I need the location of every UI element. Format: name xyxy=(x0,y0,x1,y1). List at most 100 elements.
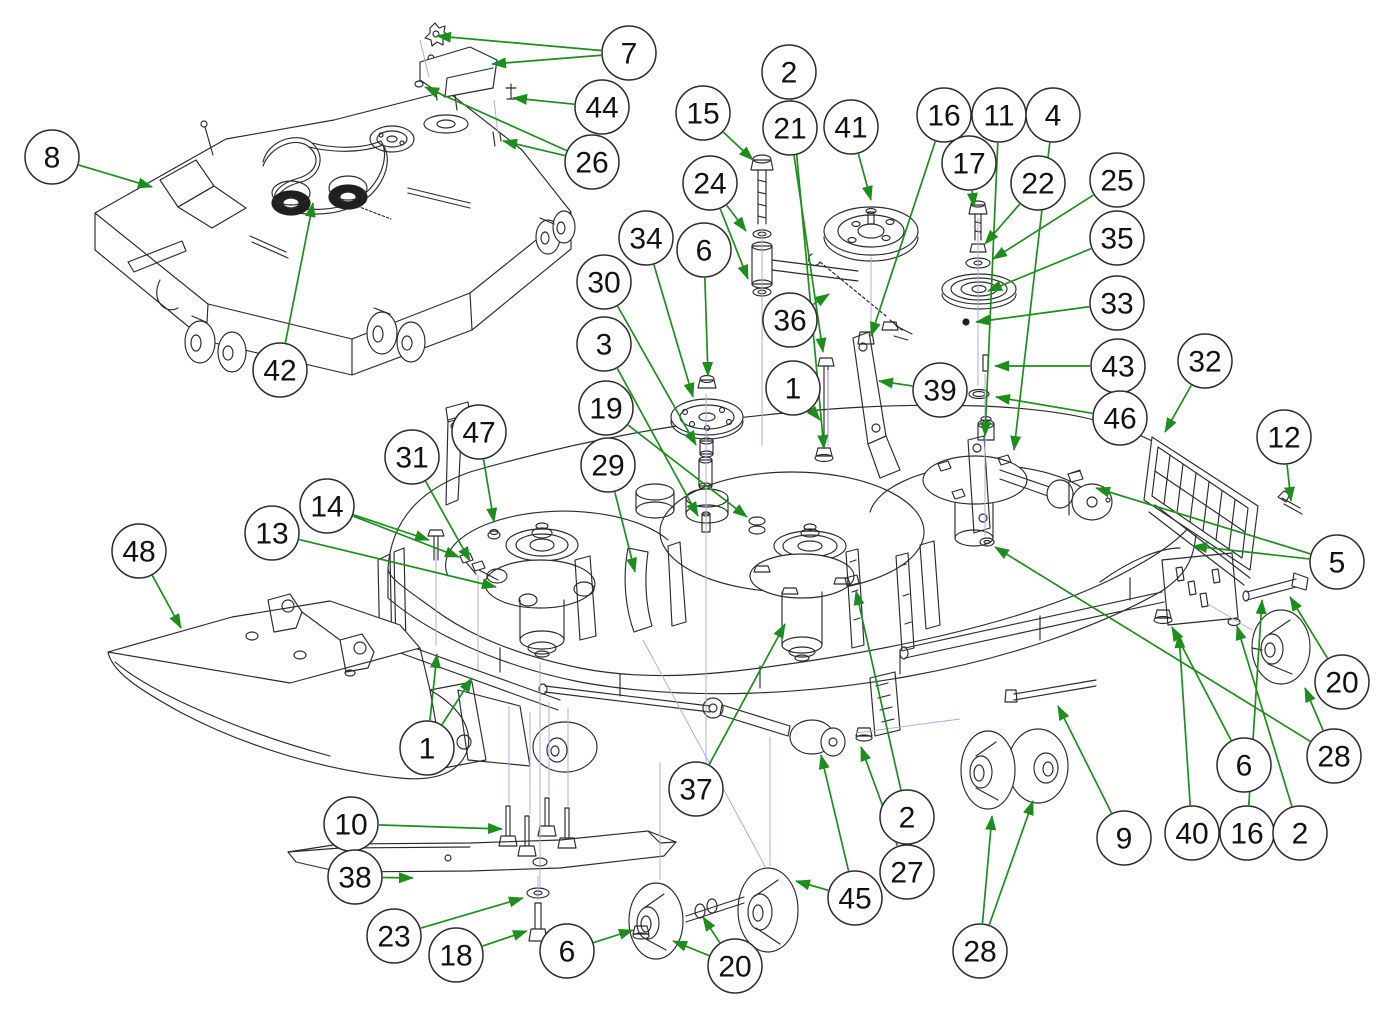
callout-balloon-47 xyxy=(451,404,507,460)
callout-number: 14 xyxy=(310,491,343,524)
discharge-deflector-part xyxy=(301,611,341,641)
front-roller-assembly-part xyxy=(550,745,560,757)
leader-arrow xyxy=(653,264,695,398)
callout-balloon-14 xyxy=(299,478,355,534)
exploded-deck-body-part xyxy=(499,577,1131,697)
idler-and-spring-part xyxy=(857,331,875,345)
front-roller-assembly-part xyxy=(546,737,568,763)
callout-number: 41 xyxy=(834,112,867,145)
right-gauge-wheel-part xyxy=(1291,572,1309,591)
center-spindle-assembly-part xyxy=(781,636,823,654)
construction-line xyxy=(642,639,767,869)
callout-balloon-6 xyxy=(676,222,732,278)
leader-arrow xyxy=(975,305,1090,326)
gauge-wheel-pairs-part xyxy=(960,730,1016,810)
assembled-deck-view-part xyxy=(308,140,384,152)
right-gauge-wheel-part xyxy=(1242,590,1250,602)
right-gauge-wheel-part xyxy=(1227,617,1241,627)
callout-balloon-38 xyxy=(327,849,383,905)
gauge-wheel-pairs xyxy=(628,728,1069,960)
right-spindle-assembly-part xyxy=(967,435,991,534)
leader-arrow xyxy=(1304,687,1324,731)
leader-arrows-layer xyxy=(78,31,1329,957)
leader-arrow xyxy=(702,277,714,377)
gauge-wheel-pairs-part xyxy=(1033,752,1059,784)
idler-and-spring-part xyxy=(823,206,919,256)
callout-balloon-21 xyxy=(762,100,818,156)
right-gauge-wheel-part xyxy=(1246,578,1297,601)
center-spindle-assembly-part xyxy=(788,646,816,658)
center-idler-column-part xyxy=(681,408,689,416)
assembled-deck-view-part xyxy=(191,217,555,323)
right-spindle-assembly-part xyxy=(937,454,1012,500)
front-roller-assembly-part xyxy=(702,697,724,719)
leader-arrow xyxy=(617,305,697,446)
callout-balloon-33 xyxy=(1089,275,1145,331)
front-roller-assembly-part xyxy=(719,704,791,737)
gauge-wheel-pairs-part xyxy=(643,893,667,951)
gauge-wheel-pairs-part xyxy=(640,915,652,933)
leader-arrow xyxy=(795,879,829,892)
assembled-deck-view-part xyxy=(376,130,408,148)
assembled-deck-view-part xyxy=(282,197,300,209)
leader-arrow xyxy=(702,916,721,944)
line-art xyxy=(94,22,1311,960)
callout-balloon-2 xyxy=(761,44,817,100)
right-gauge-wheel-part xyxy=(904,591,1165,659)
leader-arrow xyxy=(441,677,473,725)
rear-lift-plates-part xyxy=(574,555,597,641)
leader-arrow xyxy=(1284,464,1295,502)
callout-balloon-18 xyxy=(428,927,484,983)
gauge-wheel-pairs-part xyxy=(752,904,764,922)
callout-balloon-29 xyxy=(580,437,636,493)
callout-number: 34 xyxy=(629,223,662,256)
right-spindle-assembly-part xyxy=(1086,496,1098,508)
leader-arrow xyxy=(616,368,699,517)
leader-arrow xyxy=(512,93,575,106)
center-spindle-assembly-part xyxy=(753,565,851,595)
gauge-wheel-pairs-part xyxy=(694,903,706,919)
leader-arrow xyxy=(429,653,441,721)
front-roller-assembly-part xyxy=(820,727,846,757)
right-hardware-stack-part xyxy=(969,243,987,253)
callout-number: 23 xyxy=(377,921,410,954)
discharge-grate-part xyxy=(1154,470,1246,533)
rear-lift-plates-part xyxy=(919,540,941,630)
right-spindle-assembly-part xyxy=(972,443,982,453)
right-gauge-wheel-part xyxy=(1260,633,1284,665)
callout-balloon-13 xyxy=(244,505,300,561)
leader-arrow xyxy=(627,424,748,518)
callout-number: 45 xyxy=(838,883,871,916)
leader-arrow xyxy=(151,575,182,629)
gauge-wheel-pairs-part xyxy=(636,906,660,940)
gauge-wheel-pairs-part xyxy=(969,755,993,789)
right-gauge-wheel-part xyxy=(1004,689,1018,703)
callout-balloon-7 xyxy=(601,25,657,81)
assembled-deck-view-part xyxy=(356,205,392,220)
callout-number: 17 xyxy=(952,148,985,181)
center-idler-column-part xyxy=(688,420,696,428)
center-spindle-assembly-part xyxy=(749,553,855,599)
callout-number: 11 xyxy=(983,100,1014,133)
callout-balloon-5 xyxy=(1309,534,1365,590)
callout-number: 2 xyxy=(781,57,798,90)
center-spindle-assembly-part xyxy=(797,540,823,552)
center-spindle-assembly-part xyxy=(794,654,810,662)
idler-and-spring-part xyxy=(881,321,899,331)
discharge-deflector-part xyxy=(114,661,331,757)
left-spindle-assembly-part xyxy=(534,650,550,658)
assembled-deck-view-part xyxy=(372,325,384,343)
rear-lift-plates-part xyxy=(667,541,687,627)
callout-number: 5 xyxy=(1329,547,1346,580)
idler-and-spring-part xyxy=(867,211,875,225)
callout-number: 26 xyxy=(575,147,608,180)
leader-arrow xyxy=(482,459,498,523)
leader-arrow xyxy=(1289,596,1329,659)
center-idler-column-part xyxy=(635,483,675,501)
right-spindle-assembly-part xyxy=(922,455,1028,505)
idler-and-spring-part xyxy=(865,207,877,215)
right-spindle-assembly-part xyxy=(1105,497,1111,503)
idler-pivot-column-part xyxy=(750,159,774,171)
discharge-deflector-part xyxy=(353,641,367,655)
